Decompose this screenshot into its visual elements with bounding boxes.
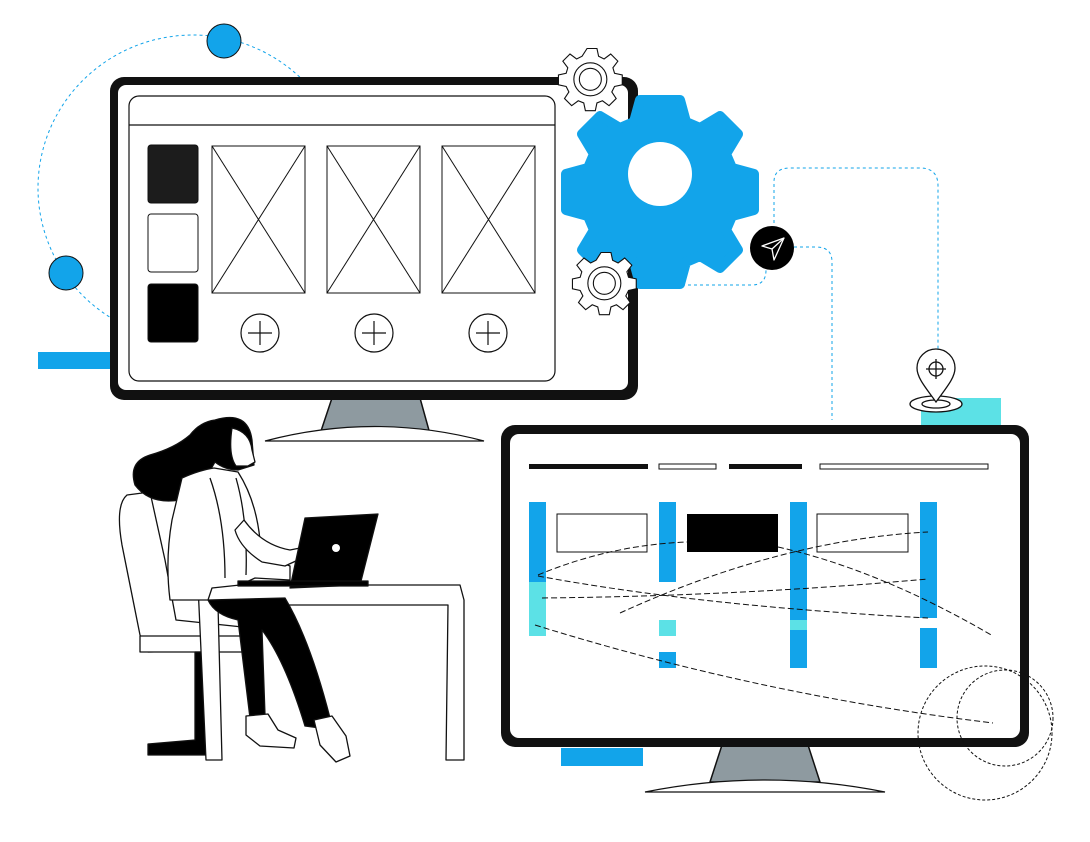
decorative-circles xyxy=(917,665,1054,801)
image-placeholder-1 xyxy=(211,145,306,294)
accent-bar-left xyxy=(38,352,114,369)
column-bar xyxy=(659,620,676,636)
column-bar xyxy=(659,502,676,582)
connection-lines xyxy=(640,167,939,420)
chair xyxy=(118,491,253,653)
gear-icon-small-bottom xyxy=(571,251,637,316)
person-jacket xyxy=(167,467,291,601)
right-monitor xyxy=(501,425,1029,793)
header-bar-1 xyxy=(529,464,648,469)
right-monitor-stand xyxy=(708,744,822,783)
column-bar xyxy=(529,582,546,636)
column-bar xyxy=(529,502,546,582)
column-bar xyxy=(659,652,676,668)
person-shoe xyxy=(313,715,351,763)
swatch-dark xyxy=(147,144,199,204)
wireframe-window xyxy=(128,95,556,382)
header-bar-2 xyxy=(658,463,717,470)
location-pin-icon[interactable] xyxy=(909,348,963,413)
right-monitor-screen xyxy=(510,434,1020,738)
laptop-icon xyxy=(237,513,379,589)
column-bar xyxy=(920,502,937,618)
content-box xyxy=(556,513,648,553)
column-bar xyxy=(790,630,807,668)
right-monitor-base xyxy=(644,779,886,793)
send-icon[interactable] xyxy=(750,226,794,270)
plus-icon[interactable] xyxy=(240,313,280,353)
plus-icon[interactable] xyxy=(354,313,394,353)
gear-icon-small-top xyxy=(557,47,623,112)
image-placeholder-2 xyxy=(326,145,421,294)
content-box-filled xyxy=(687,514,778,552)
person-pants xyxy=(207,597,331,729)
person-illustration xyxy=(118,416,465,763)
header-bar-3 xyxy=(729,464,802,469)
header-bar-4 xyxy=(819,463,989,470)
person-shoe xyxy=(245,713,297,749)
plus-icon[interactable] xyxy=(468,313,508,353)
orbit-dot-left xyxy=(48,255,84,291)
person-arm xyxy=(234,519,301,567)
image-placeholder-3 xyxy=(441,145,536,294)
person-face xyxy=(230,427,256,467)
flow-lines xyxy=(534,531,994,724)
left-monitor xyxy=(110,77,638,442)
accent-bar-bottom xyxy=(561,748,643,766)
column-bar xyxy=(790,502,807,620)
content-box xyxy=(816,513,909,553)
person-hair xyxy=(132,416,255,502)
column-bar xyxy=(920,628,937,668)
gear-icon-large xyxy=(561,95,759,289)
left-monitor-base xyxy=(264,425,485,442)
column-bar xyxy=(790,620,807,630)
swatch-white xyxy=(147,213,199,273)
swatch-black xyxy=(147,283,199,343)
orbit-dot-top xyxy=(206,23,242,59)
